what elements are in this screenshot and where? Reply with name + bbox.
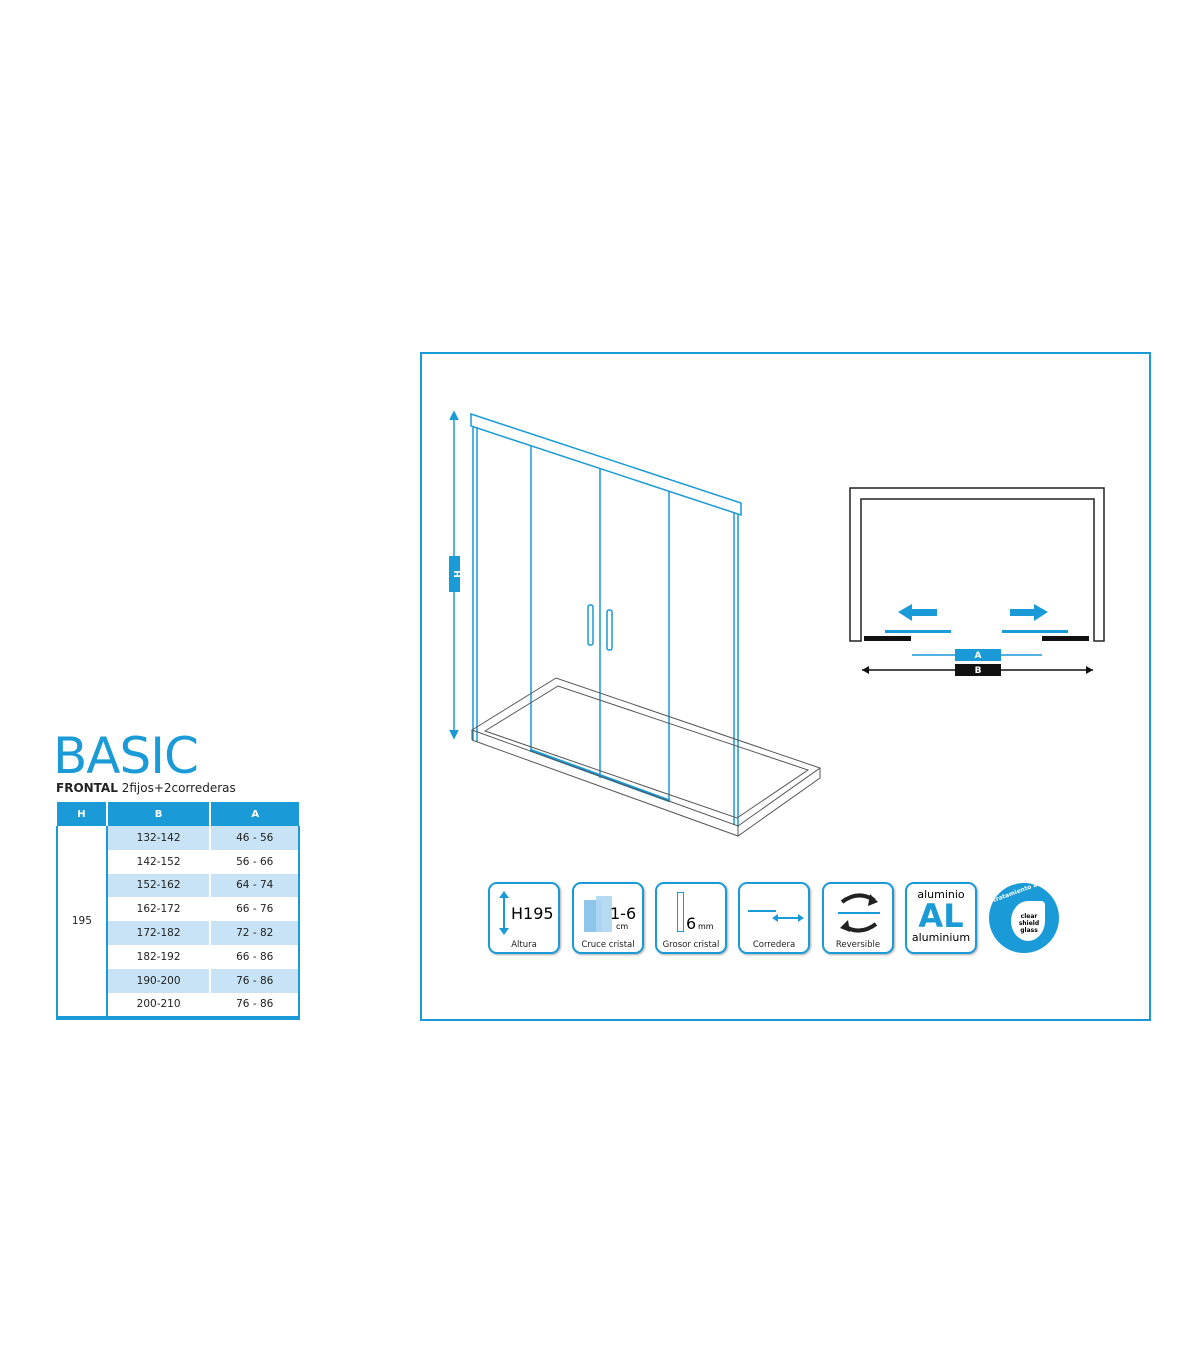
product-config: 2fijos+2correderas — [121, 781, 236, 795]
aluminio-bottom: aluminium — [911, 931, 971, 944]
a-cell: 46 - 56 — [209, 826, 300, 850]
product-type: FRONTAL — [56, 781, 118, 795]
height-label-box — [449, 556, 460, 592]
aluminio-mark: AL — [918, 897, 964, 935]
altura-value: H195 — [511, 904, 554, 923]
feature-altura: H195 Altura — [488, 882, 560, 954]
b-cell: 200-210 — [105, 992, 211, 1019]
feature-aluminio: aluminio AL aluminium — [905, 882, 977, 954]
a-cell: 66 - 76 — [209, 897, 300, 922]
top-view-diagram: A B — [849, 487, 1105, 676]
feature-grosor-cristal: 6 mm Grosor cristal — [655, 882, 727, 954]
altura-label: Altura — [511, 940, 537, 950]
product-name: BASIC — [53, 727, 199, 785]
h-cell: 195 — [56, 826, 108, 1019]
product-subtitle: FRONTAL 2fijos+2correderas — [56, 781, 236, 795]
feature-cruce-cristal: 1-6 cm Cruce cristal — [572, 882, 644, 954]
badge-inner-text: clear shield glass — [1018, 913, 1040, 934]
reversible-icon — [838, 893, 880, 933]
cruce-label: Cruce cristal — [581, 940, 635, 950]
corredera-label: Corredera — [752, 940, 796, 950]
cruce-value: 1-6 — [610, 904, 637, 923]
aluminio-top: aluminio — [917, 888, 965, 901]
a-cell: 76 - 86 — [209, 968, 300, 993]
feature-corredera: Corredera — [738, 882, 810, 954]
reversible-label: Reversible — [835, 940, 881, 950]
antical-badge: clear shield glass tratamiento antical — [989, 875, 1059, 953]
a-cell: 66 - 86 — [209, 944, 300, 969]
height-label: H — [451, 570, 461, 578]
b-cell: 152-162 — [105, 873, 211, 898]
glass-thickness-icon — [677, 892, 684, 932]
diagram-frame — [420, 352, 1151, 1021]
feature-reversible: Reversible — [822, 882, 894, 954]
header-b: B — [105, 802, 211, 826]
b-cell: 162-172 — [105, 897, 211, 922]
header-a: A — [209, 802, 299, 826]
grosor-unit: mm — [698, 922, 714, 931]
b-cell: 190-200 — [105, 968, 211, 993]
grosor-value: 6 — [686, 914, 697, 933]
header-h: H — [57, 802, 107, 826]
b-cell: 182-192 — [105, 944, 211, 969]
a-cell: 64 - 74 — [209, 873, 300, 898]
arrow-left-icon — [898, 604, 937, 621]
b-label: B — [975, 666, 982, 676]
arrow-right-icon — [1010, 604, 1048, 621]
a-cell: 72 - 82 — [209, 921, 300, 945]
b-cell: 142-152 — [105, 849, 211, 874]
sliding-icon — [748, 910, 804, 922]
a-label: A — [975, 651, 982, 661]
a-cell: 56 - 66 — [209, 849, 300, 874]
grosor-label: Grosor cristal — [662, 940, 720, 950]
cruce-unit: cm — [616, 922, 629, 931]
height-arrow-icon — [499, 891, 509, 935]
b-cell: 132-142 — [105, 826, 211, 850]
a-cell: 76 - 86 — [209, 992, 300, 1019]
b-cell: 172-182 — [105, 921, 211, 945]
